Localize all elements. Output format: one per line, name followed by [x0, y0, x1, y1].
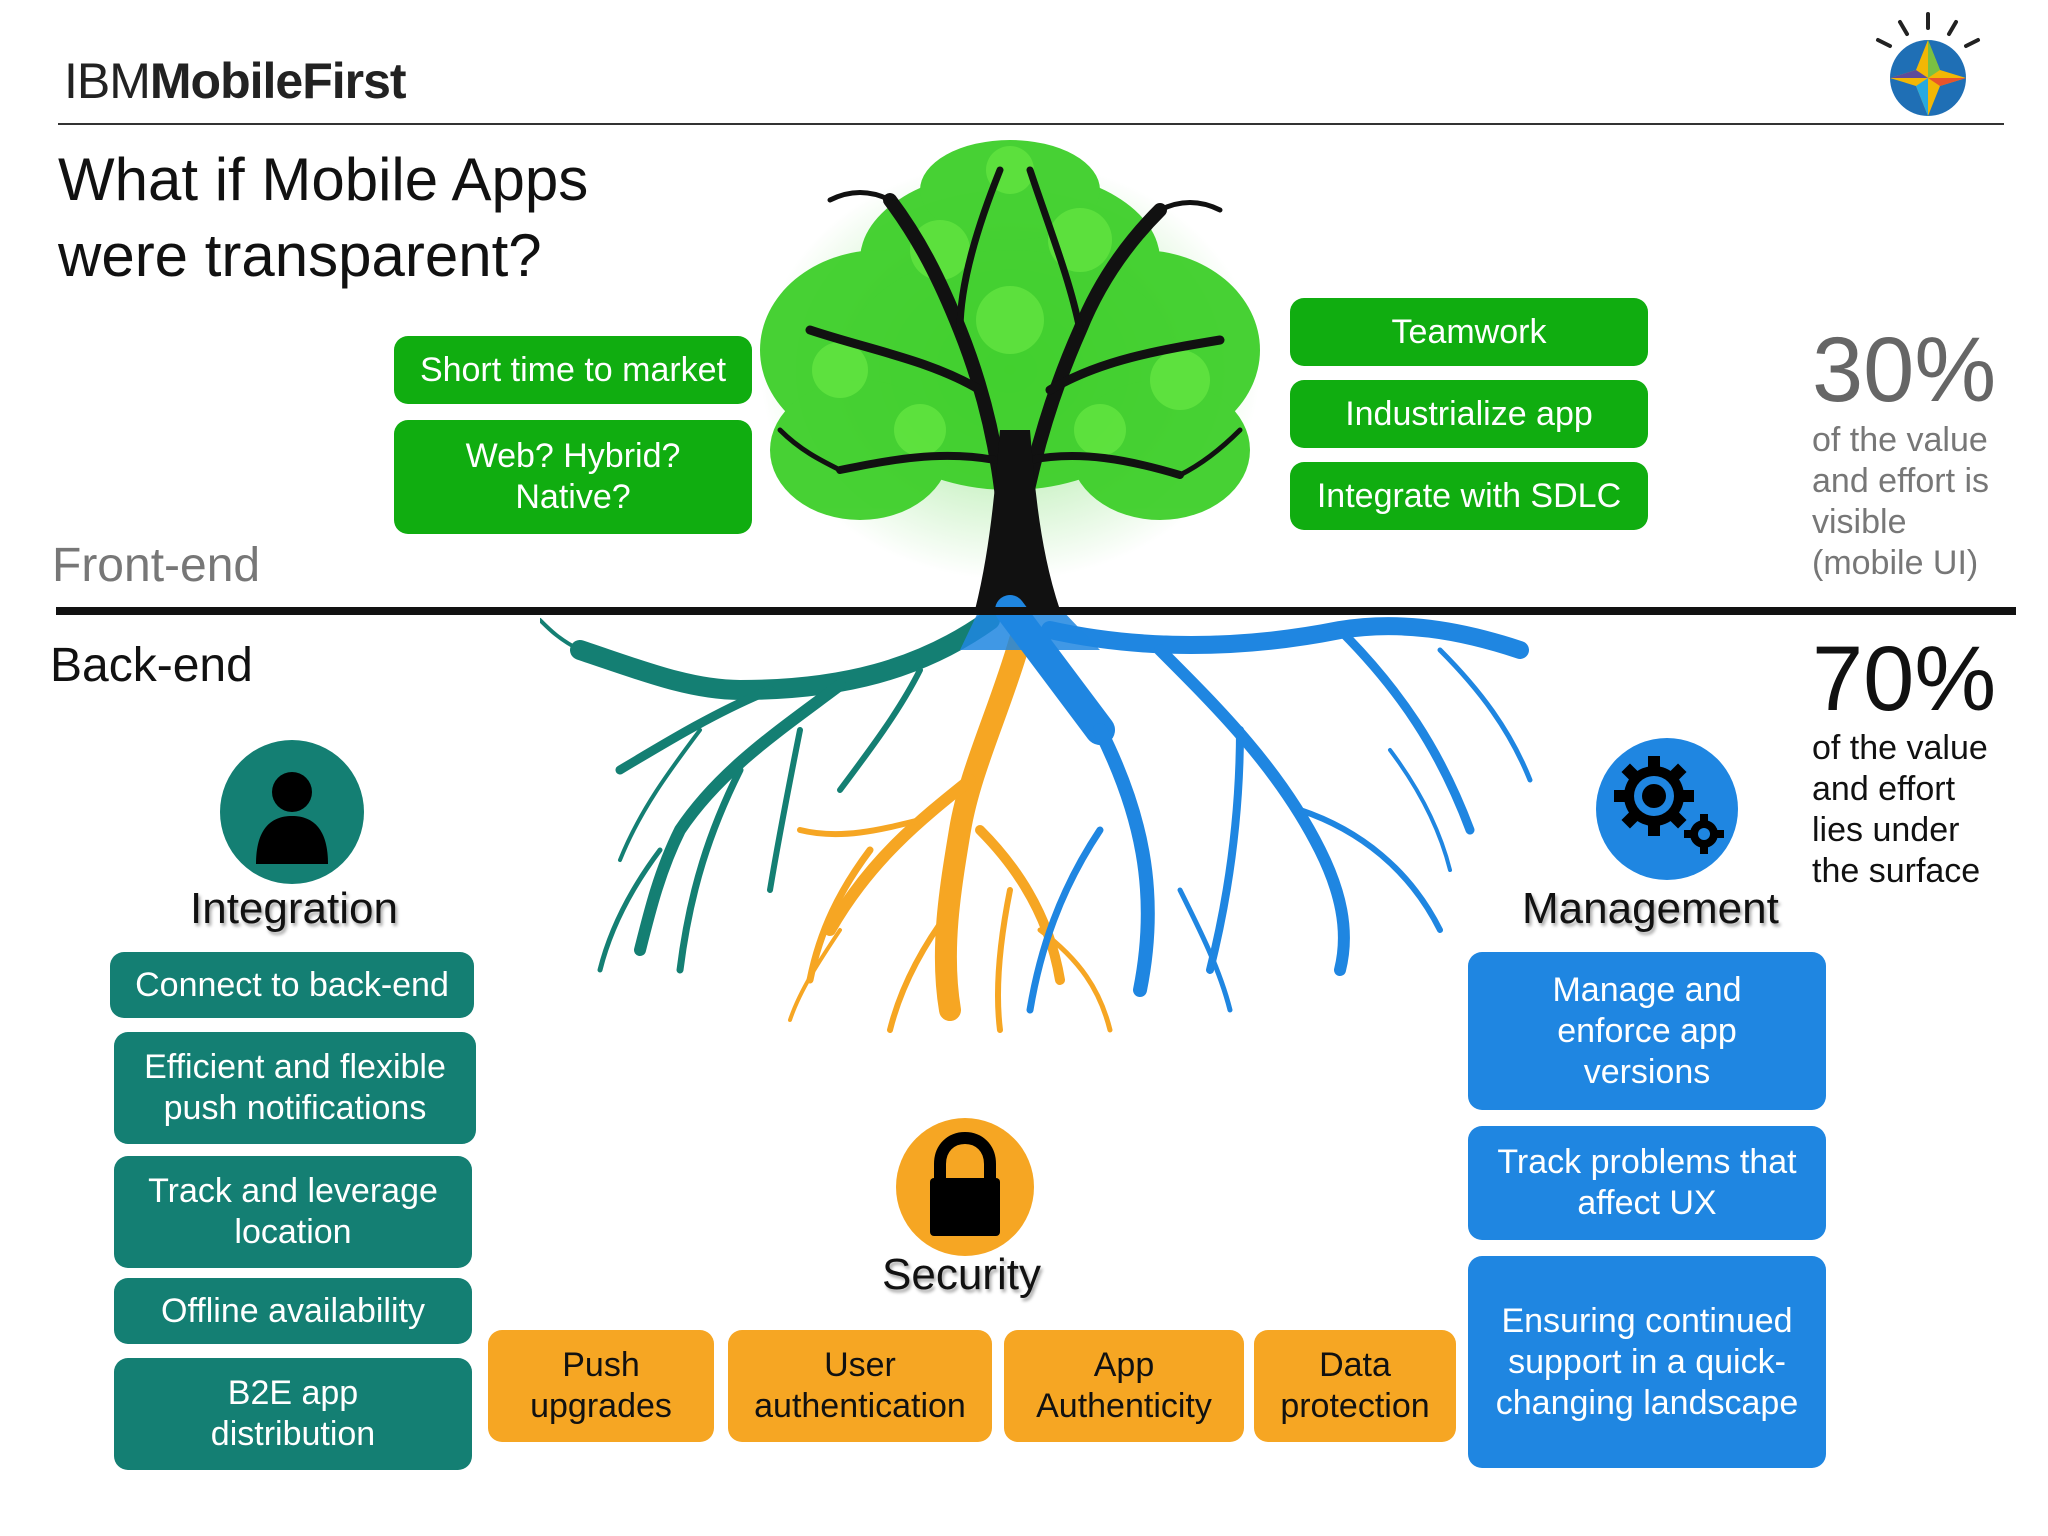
management-icon-circle — [1596, 738, 1738, 880]
hidden-percent: 70% — [1812, 628, 1997, 730]
backend-label: Back-end — [50, 639, 253, 692]
hidden-note: of the value and effort lies under the s… — [1812, 729, 1988, 890]
integration-item-connect: Connect to back-end — [110, 952, 474, 1018]
person-icon — [256, 772, 328, 864]
integration-item-location: Track and leverage location — [114, 1156, 472, 1268]
management-item-continued-support: Ensuring continued support in a quick-ch… — [1468, 1256, 1826, 1468]
management-title: Management — [1522, 884, 1779, 933]
integration-item-b2e: B2E app distribution — [114, 1358, 472, 1470]
security-icon-circle — [896, 1118, 1034, 1256]
frontend-label: Front-end — [52, 539, 261, 592]
frontend-item-time-to-market: Short time to market — [394, 336, 752, 404]
integration-item-offline: Offline availability — [114, 1278, 472, 1344]
visible-percent: 30% — [1812, 319, 1997, 421]
security-title: Security — [882, 1250, 1041, 1299]
management-item-versions: Manage and enforce app versions — [1468, 952, 1826, 1110]
visible-note: of the value and effort is visible (mobi… — [1812, 421, 1990, 582]
security-item-data-protection: Data protection — [1254, 1330, 1456, 1442]
frontend-item-integrate-sdlc: Integrate with SDLC — [1290, 462, 1648, 530]
padlock-icon — [930, 1131, 1000, 1236]
frontend-item-web-hybrid-native: Web? Hybrid? Native? — [394, 420, 752, 534]
management-item-track-ux: Track problems that affect UX — [1468, 1126, 1826, 1240]
integration-icon-circle — [220, 740, 364, 884]
tree-illustration — [540, 140, 1533, 1033]
surface-divider — [56, 607, 2016, 615]
brand-logo-text: IBMMobileFirst — [64, 53, 407, 109]
ibm-watson-logo-icon — [1876, 12, 1980, 116]
security-item-push-upgrades: Push upgrades — [488, 1330, 714, 1442]
page-title: What if Mobile Apps were transparent? — [58, 146, 589, 289]
integration-item-push: Efficient and flexible push notification… — [114, 1032, 476, 1144]
integration-title: Integration — [190, 884, 398, 933]
frontend-item-industrialize-app: Industrialize app — [1290, 380, 1648, 448]
security-item-app-authenticity: App Authenticity — [1004, 1330, 1244, 1442]
gears-icon — [1614, 756, 1724, 854]
frontend-item-teamwork: Teamwork — [1290, 298, 1648, 366]
header-divider — [58, 123, 2004, 125]
security-item-user-auth: User authentication — [728, 1330, 992, 1442]
